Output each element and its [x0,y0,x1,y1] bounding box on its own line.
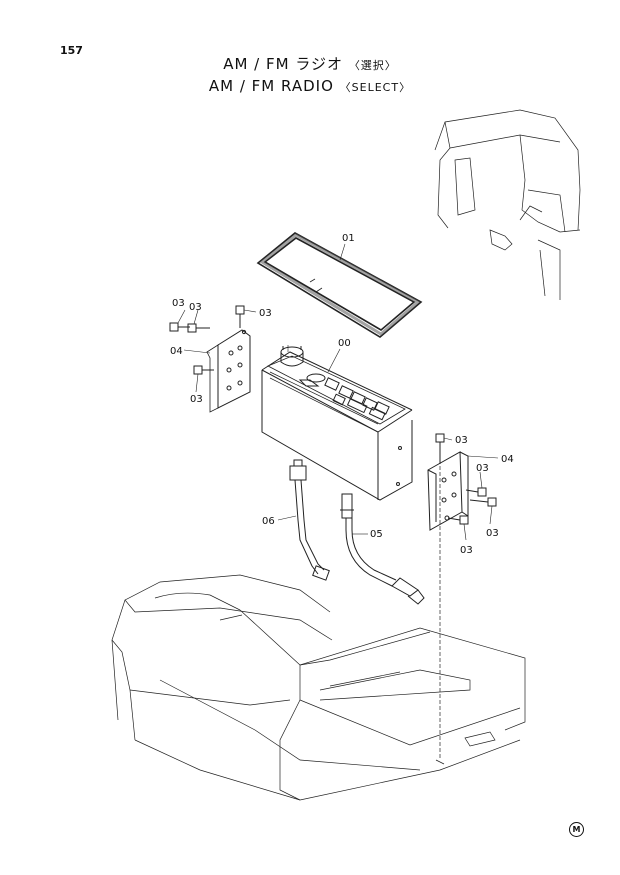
console-outline [111,574,526,801]
radio-unit [261,345,413,501]
radio-gasket [256,232,423,338]
callout-03: 03 [259,308,272,319]
callout-03: 03 [190,394,203,405]
cab-inset-outline [434,109,581,300]
title-english-sub: 〈SELECT〉 [339,81,412,94]
callout-04: 04 [501,454,514,465]
callout-03: 03 [476,463,489,474]
leader-lines [177,243,499,541]
callout-03: 03 [486,528,499,539]
callout-labels: 01 00 03 03 03 04 03 03 04 03 03 03 06 0… [170,233,514,556]
title-japanese-main: AM / FM ラジオ [223,55,344,73]
title-english-main: AM / FM RADIO [208,77,334,95]
callout-04: 04 [170,346,183,357]
title-japanese-sub: 〈選択〉 [348,59,397,72]
page-number: 157 [60,44,83,57]
callout-06: 06 [262,516,275,527]
left-bracket [206,329,251,413]
callout-01: 01 [342,233,355,244]
callout-03: 03 [189,302,202,313]
right-bolts [435,433,497,765]
callout-03: 03 [460,545,473,556]
wiring-harness [289,459,330,581]
right-bracket [427,451,469,531]
callout-03: 03 [172,298,185,309]
callout-00: 00 [338,338,351,349]
callout-05: 05 [370,529,383,540]
title-japanese: AM / FM ラジオ 〈選択〉 [0,53,620,74]
antenna-cable [340,493,425,605]
left-bolts [169,305,245,375]
corner-mark: M [569,822,584,837]
callout-03: 03 [455,435,468,446]
title-english: AM / FM RADIO 〈SELECT〉 [0,77,620,95]
